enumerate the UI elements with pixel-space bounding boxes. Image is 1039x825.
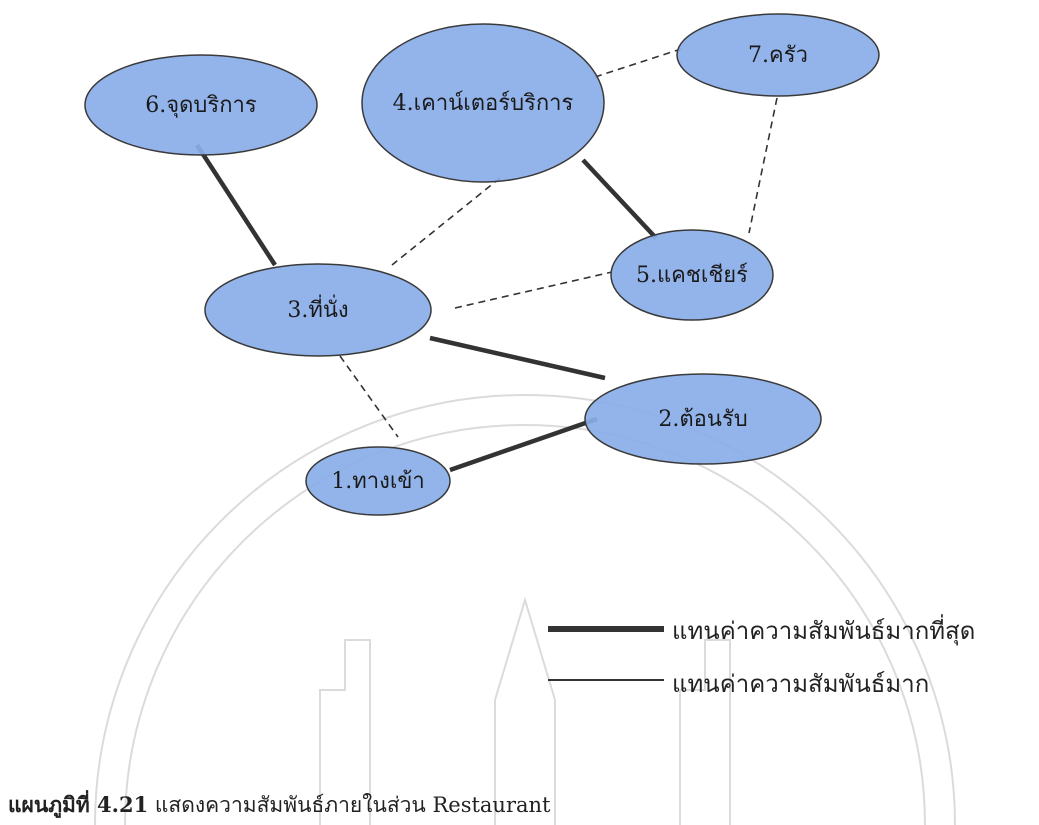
node-n4: 4.เคาน์เตอร์บริการ: [361, 23, 605, 183]
edges-layer: [195, 48, 778, 473]
watermark-emblem: [94, 394, 956, 825]
edge-n4-n7: [594, 48, 682, 78]
edge-n1-n2: [449, 416, 598, 473]
node-n2: 2.ต้อนรับ: [584, 373, 822, 465]
node-label: 7.ครัว: [748, 43, 808, 68]
node-label: 5.แคชเชียร์: [636, 263, 748, 288]
node-n1: 1.ทางเข้า: [305, 446, 451, 516]
node-n5: 5.แคชเชียร์: [610, 229, 774, 321]
node-n6: 6.จุดบริการ: [84, 54, 318, 156]
node-label: 4.เคาน์เตอร์บริการ: [393, 91, 574, 116]
node-ellipse: [610, 229, 774, 321]
node-label: 2.ต้อนรับ: [658, 407, 747, 432]
node-ellipse: [361, 23, 605, 183]
node-n7: 7.ครัว: [676, 13, 880, 97]
node-label: 3.ที่นั่ง: [287, 294, 348, 323]
nodes-layer: 1.ทางเข้า 2.ต้อนรับ 3.ที่นั่ง 4.เคาน์เตอร์บ…: [84, 13, 880, 516]
node-label: 1.ทางเข้า: [331, 469, 425, 494]
node-ellipse: [204, 263, 432, 357]
node-ellipse: [84, 54, 318, 156]
edge-n3-n1: [339, 355, 399, 438]
figure-caption: แผนภูมิที่ 4.21 แสดงความสัมพันธ์ภายในส่ว…: [8, 789, 550, 822]
node-n3: 3.ที่นั่ง: [204, 263, 432, 357]
node-label: 6.จุดบริการ: [145, 93, 257, 118]
edge-n4-n5: [581, 158, 658, 240]
legend-strongest-label: แทนค่าความสัมพันธ์มากที่สุด: [672, 617, 976, 645]
node-ellipse: [676, 13, 880, 97]
legend: [548, 626, 664, 681]
edge-n6-n3: [195, 143, 277, 267]
node-ellipse: [305, 446, 451, 516]
edge-n3-n5: [454, 271, 613, 309]
caption-text: แสดงความสัมพันธ์ภายในส่วน Restaurant: [154, 793, 551, 817]
edge-n3-n2: [429, 335, 606, 381]
legend-strong-label: แทนค่าความสัมพันธ์มาก: [672, 670, 930, 698]
edge-n4-n3: [391, 177, 501, 266]
edge-n7-n5: [748, 97, 778, 234]
caption-number: แผนภูมิที่ 4.21: [8, 792, 149, 817]
node-ellipse: [584, 373, 822, 465]
